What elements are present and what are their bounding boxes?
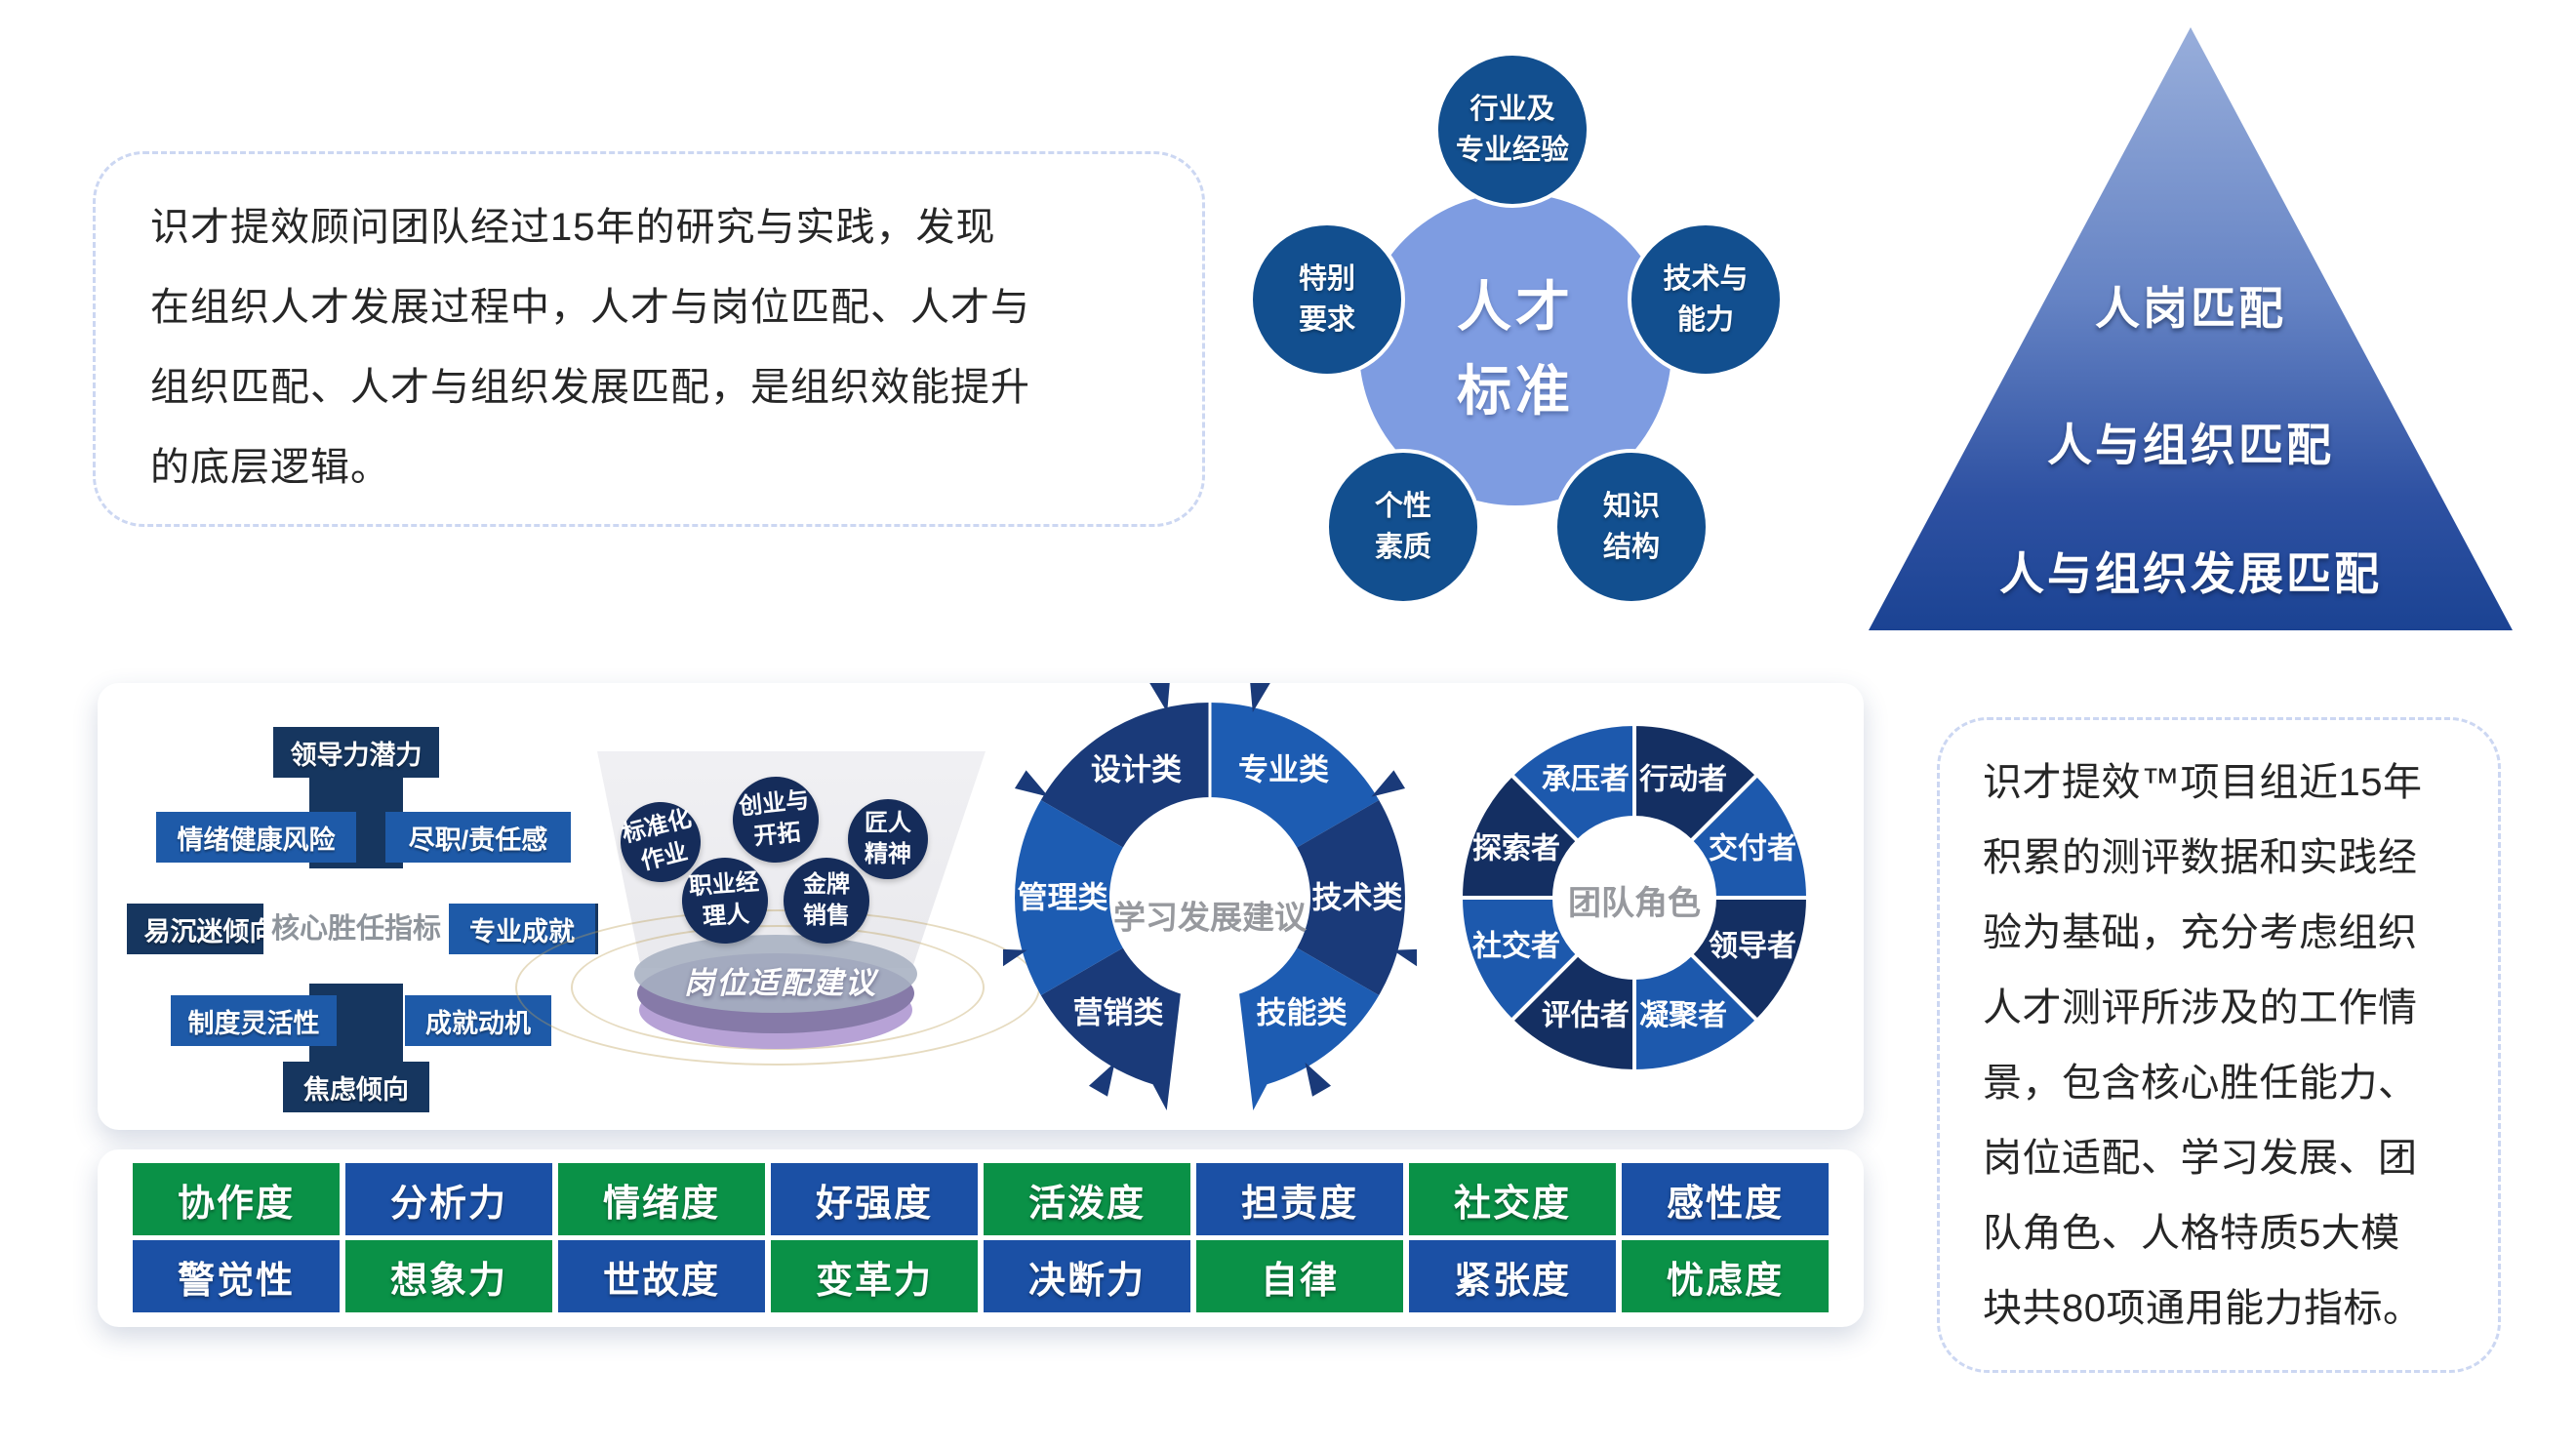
pyramid-level-label: 人与组织发展匹配 (1999, 548, 2382, 599)
satellite-label-line: 要求 (1298, 304, 1355, 336)
detail-line: 识才提效™项目组近15年 (1983, 761, 2423, 804)
talent-standard-diagram: 人才 标准 行业及专业经验技术与能力知识结构个性素质特别要求 (1249, 34, 1791, 620)
competency-box: 领导力潜力 (273, 727, 439, 778)
talent-standard-satellite: 技术与能力 (1628, 221, 1784, 378)
funnel-circle-line: 精神 (865, 841, 911, 867)
competency-box: 情绪健康风险 (156, 812, 356, 863)
detail-line: 积累的测评数据和实践经 (1983, 836, 2418, 879)
core-competency-center-label: 核心胜任指标 (263, 868, 449, 984)
ring-segment-label: 凝聚者 (1639, 1000, 1727, 1032)
modules-card: 领导力潜力情绪健康风险尽职/责任感易沉迷倾向专业成就制度灵活性成就动机焦虑倾向 … (98, 683, 1864, 1130)
intro-line: 在组织人才发展过程中，人才与岗位匹配、人才与 (150, 286, 1030, 329)
satellite-label-line: 素质 (1374, 532, 1431, 563)
satellite-label-line: 结构 (1602, 532, 1660, 563)
detail-line: 景，包含核心胜任能力、 (1983, 1062, 2418, 1105)
pyramid-level-label: 人岗匹配 (2095, 283, 2286, 334)
competency-box: 尽职/责任感 (385, 812, 571, 863)
ring-segment-label: 领导者 (1709, 930, 1796, 963)
talent-standard-satellite: 特别要求 (1249, 221, 1405, 378)
ring-segment-label: 技术类 (1312, 881, 1403, 915)
ability-cell: 活泼度 (984, 1163, 1190, 1235)
intro-line: 组织匹配、人才与组织发展匹配，是组织效能提升 (150, 366, 1030, 409)
detail-line: 验为基础，充分考虑组织 (1983, 911, 2418, 954)
learning-ring-center-label: 学习发展建议 (1113, 900, 1308, 936)
funnel-circle-line: 理人 (702, 901, 750, 931)
detail-line: 块共80项通用能力指标。 (1983, 1287, 2423, 1330)
competency-box: 制度灵活性 (171, 995, 337, 1046)
funnel-circle-line: 职业经 (687, 868, 760, 901)
ring-segment-label: 行动者 (1638, 764, 1727, 796)
team-ring-center-label: 团队角色 (1568, 885, 1701, 922)
position-fit-title: 岗位适配建议 (684, 966, 877, 1000)
funnel-role-circle: 匠人精神 (848, 799, 928, 879)
funnel-circle-line: 销售 (803, 903, 850, 929)
ability-cell: 好强度 (771, 1163, 978, 1235)
talent-standard-satellite: 行业及专业经验 (1434, 52, 1590, 208)
ability-cell: 忧虑度 (1622, 1240, 1829, 1312)
ability-cell: 感性度 (1622, 1163, 1829, 1235)
ability-cell: 担责度 (1196, 1163, 1403, 1235)
ability-cell: 想象力 (345, 1240, 552, 1312)
funnel-role-circle: 金牌销售 (784, 858, 869, 944)
detail-line: 队角色、人格特质5大模 (1983, 1212, 2400, 1255)
ring-segment-label: 设计类 (1091, 753, 1182, 787)
satellite-label-line: 个性 (1374, 491, 1431, 522)
match-pyramid: 人岗匹配人与组织匹配人与组织发展匹配 (1869, 27, 2513, 630)
satellite-label-line: 行业及 (1469, 94, 1555, 125)
position-fit-diagram: 岗位适配建议 标准化作业创业与开拓匠人精神职业经理人金牌销售 (515, 712, 1040, 1122)
ability-cell: 警觉性 (133, 1240, 340, 1312)
intro-line: 的底层逻辑。 (150, 446, 390, 489)
funnel-circle-line: 开拓 (752, 819, 802, 851)
funnel-circle-line: 创业与 (738, 786, 811, 821)
ring-segment-label: 专业类 (1238, 753, 1329, 787)
intro-line: 识才提效顾问团队经过15年的研究与实践，发现 (150, 206, 996, 249)
ability-grid-card: 协作度分析力情绪度好强度活泼度担责度社交度感性度警觉性想象力世故度变革力决断力自… (98, 1149, 1864, 1327)
ability-cell: 分析力 (345, 1163, 552, 1235)
competency-box: 焦虑倾向 (283, 1062, 429, 1112)
core-competency-diagram: 领导力潜力情绪健康风险尽职/责任感易沉迷倾向专业成就制度灵活性成就动机焦虑倾向 … (127, 722, 615, 1116)
funnel-circle-line: 匠人 (865, 810, 911, 836)
funnel-circle-line: 金牌 (803, 871, 850, 898)
detail-line: 人才测评所涉及的工作情 (1983, 986, 2418, 1029)
ring-segment-label: 探索者 (1472, 832, 1560, 865)
intro-text-lines: 识才提效顾问团队经过15年的研究与实践，发现在组织人才发展过程中，人才与岗位匹配… (150, 187, 1147, 507)
talent-standard-satellite: 个性素质 (1325, 449, 1481, 605)
pyramid-level-label: 人与组织匹配 (2047, 420, 2334, 470)
ability-cell: 自律 (1196, 1240, 1403, 1312)
talent-standard-center-line1: 人才 (1457, 276, 1574, 338)
ability-cell: 协作度 (133, 1163, 340, 1235)
satellite-label-line: 特别 (1298, 263, 1355, 295)
talent-standard-center-line2: 标准 (1457, 360, 1574, 422)
ability-cell: 变革力 (771, 1240, 978, 1312)
talent-standard-satellite: 知识结构 (1553, 449, 1710, 605)
satellite-label-line: 知识 (1602, 491, 1660, 522)
funnel-ellipse-gray (634, 935, 917, 1013)
ring-segment-label: 技能类 (1257, 996, 1348, 1030)
ability-cell: 决断力 (984, 1240, 1190, 1312)
ring-segment-label: 交付者 (1709, 831, 1796, 865)
ability-cell: 社交度 (1409, 1163, 1616, 1235)
ability-cell: 世故度 (558, 1240, 765, 1312)
ring-segment-label: 承压者 (1542, 764, 1630, 796)
satellite-label-line: 技术与 (1663, 263, 1749, 295)
ability-cell: 紧张度 (1409, 1240, 1616, 1312)
ring-segment-label: 社交者 (1472, 930, 1560, 963)
ring-segment-label: 管理类 (1018, 881, 1108, 915)
detail-text-lines: 识才提效™项目组近15年积累的测评数据和实践经验为基础，充分考虑组织人才测评所涉… (1983, 745, 2455, 1347)
competency-box: 专业成就 (449, 904, 595, 954)
intro-text-box: 识才提效顾问团队经过15年的研究与实践，发现在组织人才发展过程中，人才与岗位匹配… (93, 151, 1205, 527)
ring-segment-label: 评估者 (1542, 1000, 1630, 1032)
ring-segment-label: 营销类 (1073, 996, 1164, 1030)
satellite-label-line: 能力 (1676, 304, 1734, 336)
ability-cell: 情绪度 (558, 1163, 765, 1235)
detail-text-box: 识才提效™项目组近15年积累的测评数据和实践经验为基础，充分考虑组织人才测评所涉… (1937, 717, 2501, 1373)
satellite-label-line: 专业经验 (1455, 135, 1569, 166)
detail-line: 岗位适配、学习发展、团 (1983, 1137, 2418, 1180)
